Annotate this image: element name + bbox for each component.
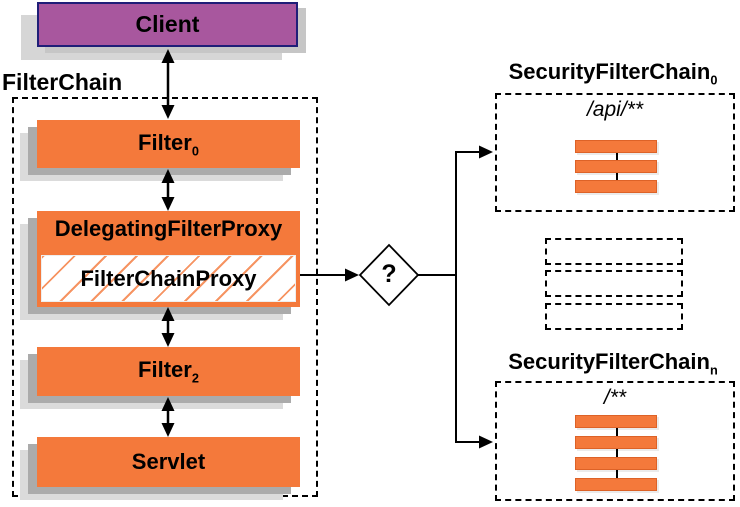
- chain0-slot-connector: [616, 153, 618, 160]
- security-filter-chain0-title: SecurityFilterChain0: [508, 59, 718, 88]
- chain0-title-subscript: 0: [710, 72, 718, 88]
- filter2-box: Filter2: [37, 347, 300, 396]
- chain0-url-pattern: /api/**: [586, 98, 644, 121]
- chain-n-filter-slot: [575, 457, 657, 470]
- servlet-label: Servlet: [131, 449, 206, 474]
- security-filter-chain0-box: /api/**: [495, 93, 735, 212]
- chain-n-url-pattern: /**: [603, 386, 627, 409]
- filter0-subscript: 0: [191, 143, 199, 159]
- chain-n-slot-connector: [616, 470, 618, 478]
- security-filter-chain-n-title: SecurityFilterChainn: [508, 349, 718, 378]
- chain0-filter-slot: [575, 180, 657, 193]
- chain-n-filter-slot: [575, 478, 657, 491]
- security-filter-chain-n-box: /**: [495, 381, 735, 501]
- chain0-filter-slot: [575, 160, 657, 173]
- chain0-filter-slot: [575, 140, 657, 153]
- filter2-subscript: 2: [191, 370, 199, 386]
- chain0-slot-connector: [616, 173, 618, 180]
- placeholder-chain-box: [545, 303, 683, 330]
- delegating-filter-proxy-box: DelegatingFilterProxy FilterChainProxy: [37, 211, 300, 307]
- chain-n-filter-slot: [575, 415, 657, 428]
- filterchain-dashed-boundary: [12, 97, 318, 497]
- chain-n-slot-connector: [616, 428, 618, 436]
- servlet-box: Servlet: [37, 437, 300, 487]
- decision-question-label: ?: [381, 260, 397, 288]
- filter2-label: Filter2: [138, 357, 199, 386]
- chain-n-slot-connector: [616, 449, 618, 457]
- delegating-filter-proxy-label: DelegatingFilterProxy: [54, 216, 283, 241]
- placeholder-chain-box: [545, 270, 683, 297]
- client-box: Client: [37, 2, 298, 47]
- arrow-decision-chain0: [418, 145, 493, 276]
- filter0-label: Filter0: [138, 129, 199, 159]
- arrow-decision-chain-n: [455, 275, 493, 449]
- filter-chain-proxy-box: FilterChainProxy: [41, 255, 296, 302]
- client-label: Client: [135, 11, 200, 37]
- placeholder-chain-box: [545, 238, 683, 265]
- chain-n-title-subscript: n: [709, 362, 718, 378]
- filter-chain-proxy-label: FilterChainProxy: [80, 265, 257, 291]
- chain-n-filter-slot: [575, 436, 657, 449]
- filterchain-group-label: FilterChain: [2, 69, 123, 95]
- filter0-box: Filter0: [37, 120, 300, 168]
